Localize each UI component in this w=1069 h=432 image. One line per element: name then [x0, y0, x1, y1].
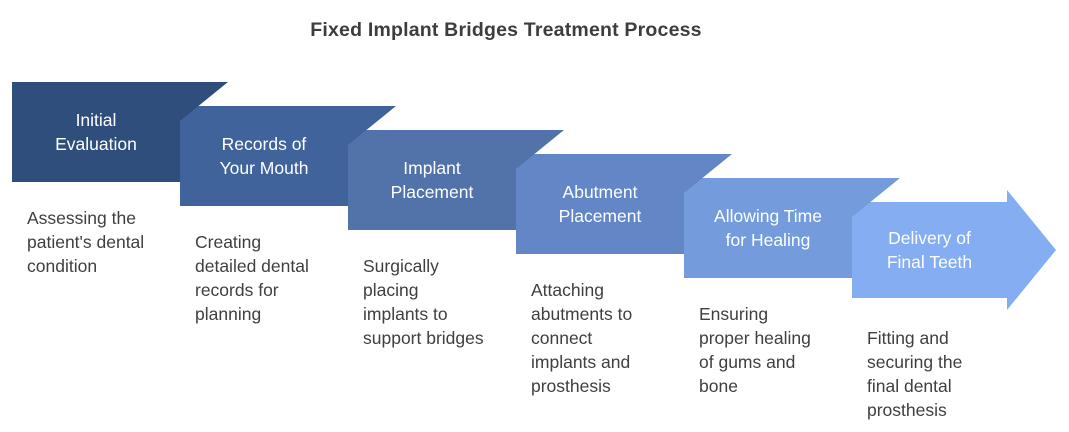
step-shape-delivery-of-final-teeth-arrow: [852, 190, 1056, 310]
step-description-implant-placement: Surgically placing implants to support b…: [363, 256, 484, 348]
step-description-allowing-time-for-healing: Ensuring proper healing of gums and bone: [699, 304, 811, 396]
step-description-abutment-placement: Attaching abutments to connect implants …: [531, 280, 633, 396]
diagram-title: Fixed Implant Bridges Treatment Process: [310, 19, 702, 41]
step-description-initial-evaluation: Assessing the patient's dental condition: [27, 208, 145, 276]
step-description-delivery-of-final-teeth: Fitting and securing the final dental pr…: [867, 328, 963, 420]
step-description-records-of-your-mouth: Creating detailed dental records for pla…: [195, 232, 309, 324]
